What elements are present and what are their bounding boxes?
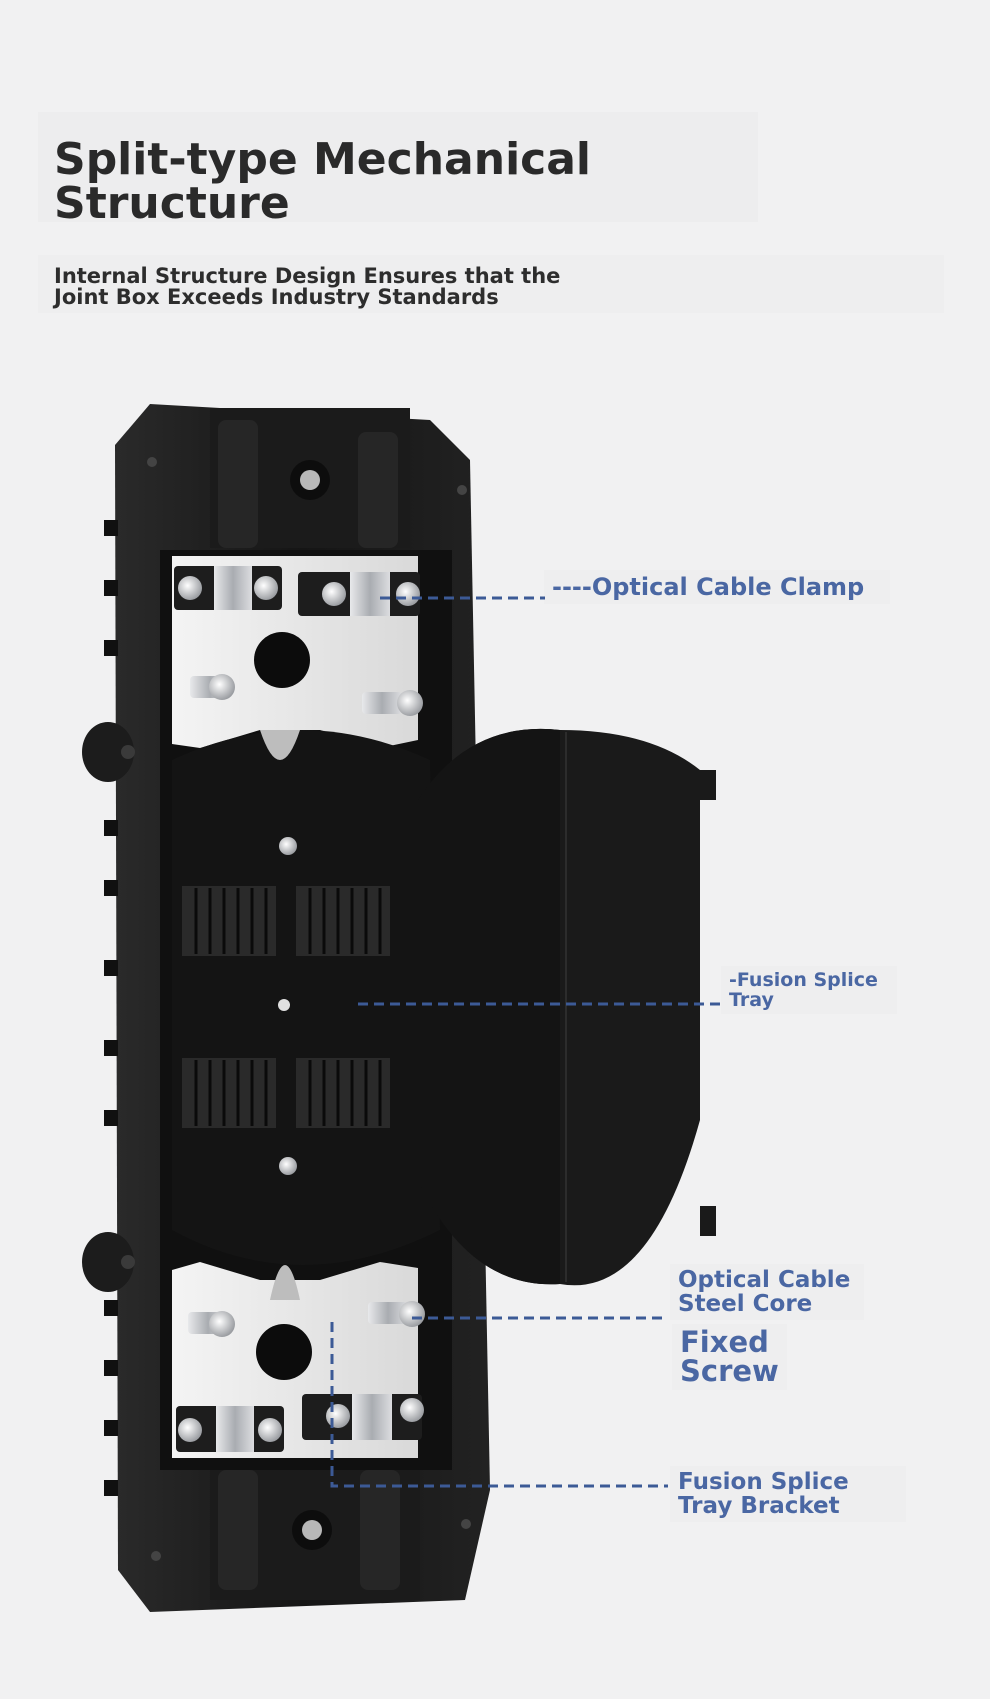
optical-cable-clamp-bottom: [176, 1394, 424, 1452]
leader-line-bracket: [330, 1322, 668, 1488]
fusion-splice-tray-base: [172, 730, 440, 1300]
optical-cable-clamp-top: [174, 566, 420, 616]
callout-fusion-splice-tray-bracket: Fusion Splice Tray Bracket: [678, 1469, 849, 1519]
subtitle-panel: Internal Structure Design Ensures that t…: [38, 255, 944, 313]
callout-fixed-screw: Fixed Screw: [680, 1325, 779, 1388]
page-title: Split-type Mechanical Structure: [54, 134, 592, 229]
callout-optical-cable-steel-core: Optical Cable Steel Core: [678, 1267, 851, 1317]
page-subtitle: Internal Structure Design Ensures that t…: [54, 264, 561, 309]
leader-lines: [330, 596, 726, 1488]
fusion-splice-tray-lid: [418, 728, 716, 1286]
steel-core-screws-bottom: [188, 1301, 425, 1337]
steel-core-screws-top: [190, 674, 423, 716]
callout-optical-cable-clamp: ----Optical Cable Clamp: [552, 573, 865, 601]
title-panel: Split-type Mechanical Structure: [38, 112, 758, 226]
callout-fusion-splice-tray: -Fusion Splice Tray: [729, 969, 878, 1011]
